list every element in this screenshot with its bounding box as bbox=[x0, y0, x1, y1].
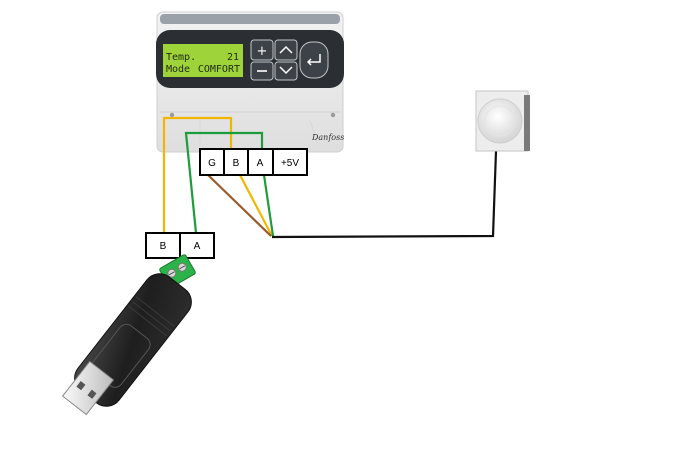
enter-icon bbox=[306, 54, 321, 66]
terminal-5v-label: +5V bbox=[281, 158, 299, 169]
down-button[interactable] bbox=[274, 61, 298, 81]
terminal-b-label: B bbox=[233, 158, 240, 169]
lcd-line2-right: COMFORT bbox=[198, 64, 240, 75]
room-sensor-icon bbox=[475, 90, 530, 152]
wire-green-sensor bbox=[262, 174, 275, 237]
terminal-g-label: G bbox=[208, 158, 216, 169]
chevron-down-icon bbox=[279, 66, 293, 75]
usb-terminal-block: B A bbox=[145, 232, 215, 259]
brand-logo: Danfoss bbox=[311, 133, 344, 142]
plus-button[interactable] bbox=[250, 39, 274, 61]
wire-yellow-sensor bbox=[239, 174, 273, 237]
plus-icon: + bbox=[257, 44, 268, 59]
terminal-a-label: A bbox=[257, 158, 264, 169]
wire-brown-g bbox=[207, 174, 272, 237]
enter-button[interactable] bbox=[299, 41, 329, 79]
wires bbox=[162, 116, 498, 239]
usb-terminal-a-label: A bbox=[194, 241, 201, 252]
usb-terminal-b-label: B bbox=[160, 241, 167, 252]
usb-rs485-adapter-icon bbox=[61, 254, 196, 416]
controller-terminal-block: G B A +5V bbox=[199, 148, 308, 176]
controller-unit: Temp. 21 Mode COMFORT + Danfoss bbox=[156, 11, 344, 153]
lcd-line2-left: Mode bbox=[166, 64, 190, 75]
wire-green-a bbox=[184, 131, 264, 234]
screw-icon bbox=[169, 112, 175, 118]
chevron-up-icon bbox=[279, 45, 293, 54]
wire-black-sensor bbox=[271, 150, 498, 239]
lcd-screen bbox=[163, 44, 243, 77]
lcd-line1-right: 21 bbox=[227, 52, 239, 63]
lcd-line1-left: Temp. bbox=[166, 52, 196, 63]
up-button[interactable] bbox=[274, 39, 298, 61]
screw-icon bbox=[330, 112, 336, 118]
